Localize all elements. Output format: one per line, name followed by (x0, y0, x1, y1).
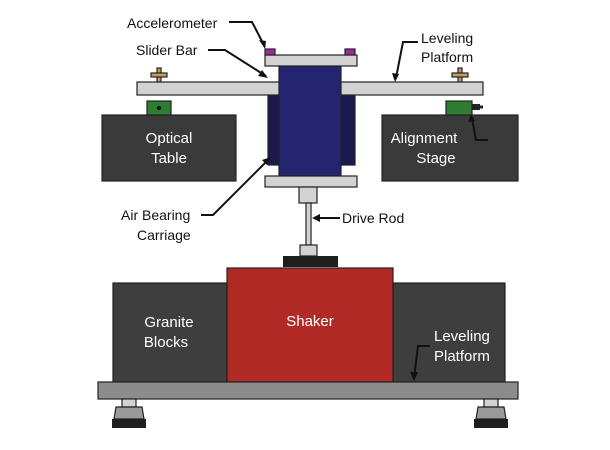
accelerometer-right (344, 48, 356, 56)
slider-bar-arrowhead (258, 70, 268, 78)
slider-bar-leader (208, 49, 267, 77)
drive-rod-coupling (298, 186, 318, 204)
left-leveling-screw (150, 67, 168, 83)
granite-block-left (112, 282, 228, 383)
drive-rod (305, 202, 312, 246)
granite-blocks-label-line2: Blocks (144, 334, 188, 351)
drive-rod-connector (299, 244, 318, 257)
leveling-platform-bottom-arrowhead (410, 372, 418, 381)
leveling-platform-top-leader (395, 41, 418, 79)
drive-rod-label: Drive Rod (342, 210, 404, 226)
carriage-side-plate-right (340, 94, 356, 166)
base-leveling-platform (97, 381, 519, 400)
alignment-stage-arrowhead (468, 114, 475, 122)
alignment-stage-label-line1: Alignment (391, 130, 459, 147)
leveling-platform-bottom-leader (413, 345, 430, 379)
top-mounting-plate (264, 54, 358, 67)
leveling-platform-bottom-label-line1: Leveling (434, 328, 490, 345)
right-stage-knob (472, 104, 480, 110)
carriage-bottom-plate (264, 175, 358, 188)
right-stage-mount (445, 100, 473, 116)
optical-table-label-line1: Optical (146, 130, 193, 147)
accelerometer-label: Accelerometer (127, 15, 218, 31)
shaker-body (226, 267, 394, 383)
optical-table-label-line2: Table (151, 150, 187, 167)
right-foot (474, 398, 508, 428)
right-leveling-screw (451, 67, 469, 83)
leveling-platform-top-label-line1: Leveling (421, 30, 473, 46)
shaker-label: Shaker (286, 313, 334, 330)
leveling-platform-top-arrowhead (392, 73, 399, 82)
drive-rod-arrowhead (312, 214, 320, 222)
air-bearing-carriage-label-line1: Air Bearing (121, 207, 190, 223)
leveling-platform-bottom-label-line2: Platform (434, 348, 490, 365)
accelerometer-left (264, 48, 276, 56)
right-stage-knob-tip (480, 105, 483, 109)
leveling-platform-top-label-line2: Platform (421, 49, 473, 65)
accelerometer-leader (229, 21, 266, 48)
air-bearing-carriage-arrowhead (262, 157, 271, 165)
alignment-stage-label-line2: Stage (416, 150, 455, 167)
alignment-stage-block (381, 114, 519, 182)
optical-table-block (101, 114, 237, 182)
granite-blocks-label-line1: Granite (144, 314, 193, 331)
left-foot (112, 398, 146, 428)
slider-bar-label: Slider Bar (136, 42, 198, 58)
air-bearing-carriage (278, 65, 342, 177)
accelerometer-arrowhead (259, 40, 266, 49)
left-stage-dot (156, 105, 162, 111)
air-bearing-carriage-label-line2: Carriage (137, 227, 191, 243)
granite-block-right (392, 282, 506, 383)
air-bearing-carriage-leader (201, 159, 269, 216)
alignment-stage-leader (471, 117, 488, 141)
shaker-armature (283, 256, 338, 267)
